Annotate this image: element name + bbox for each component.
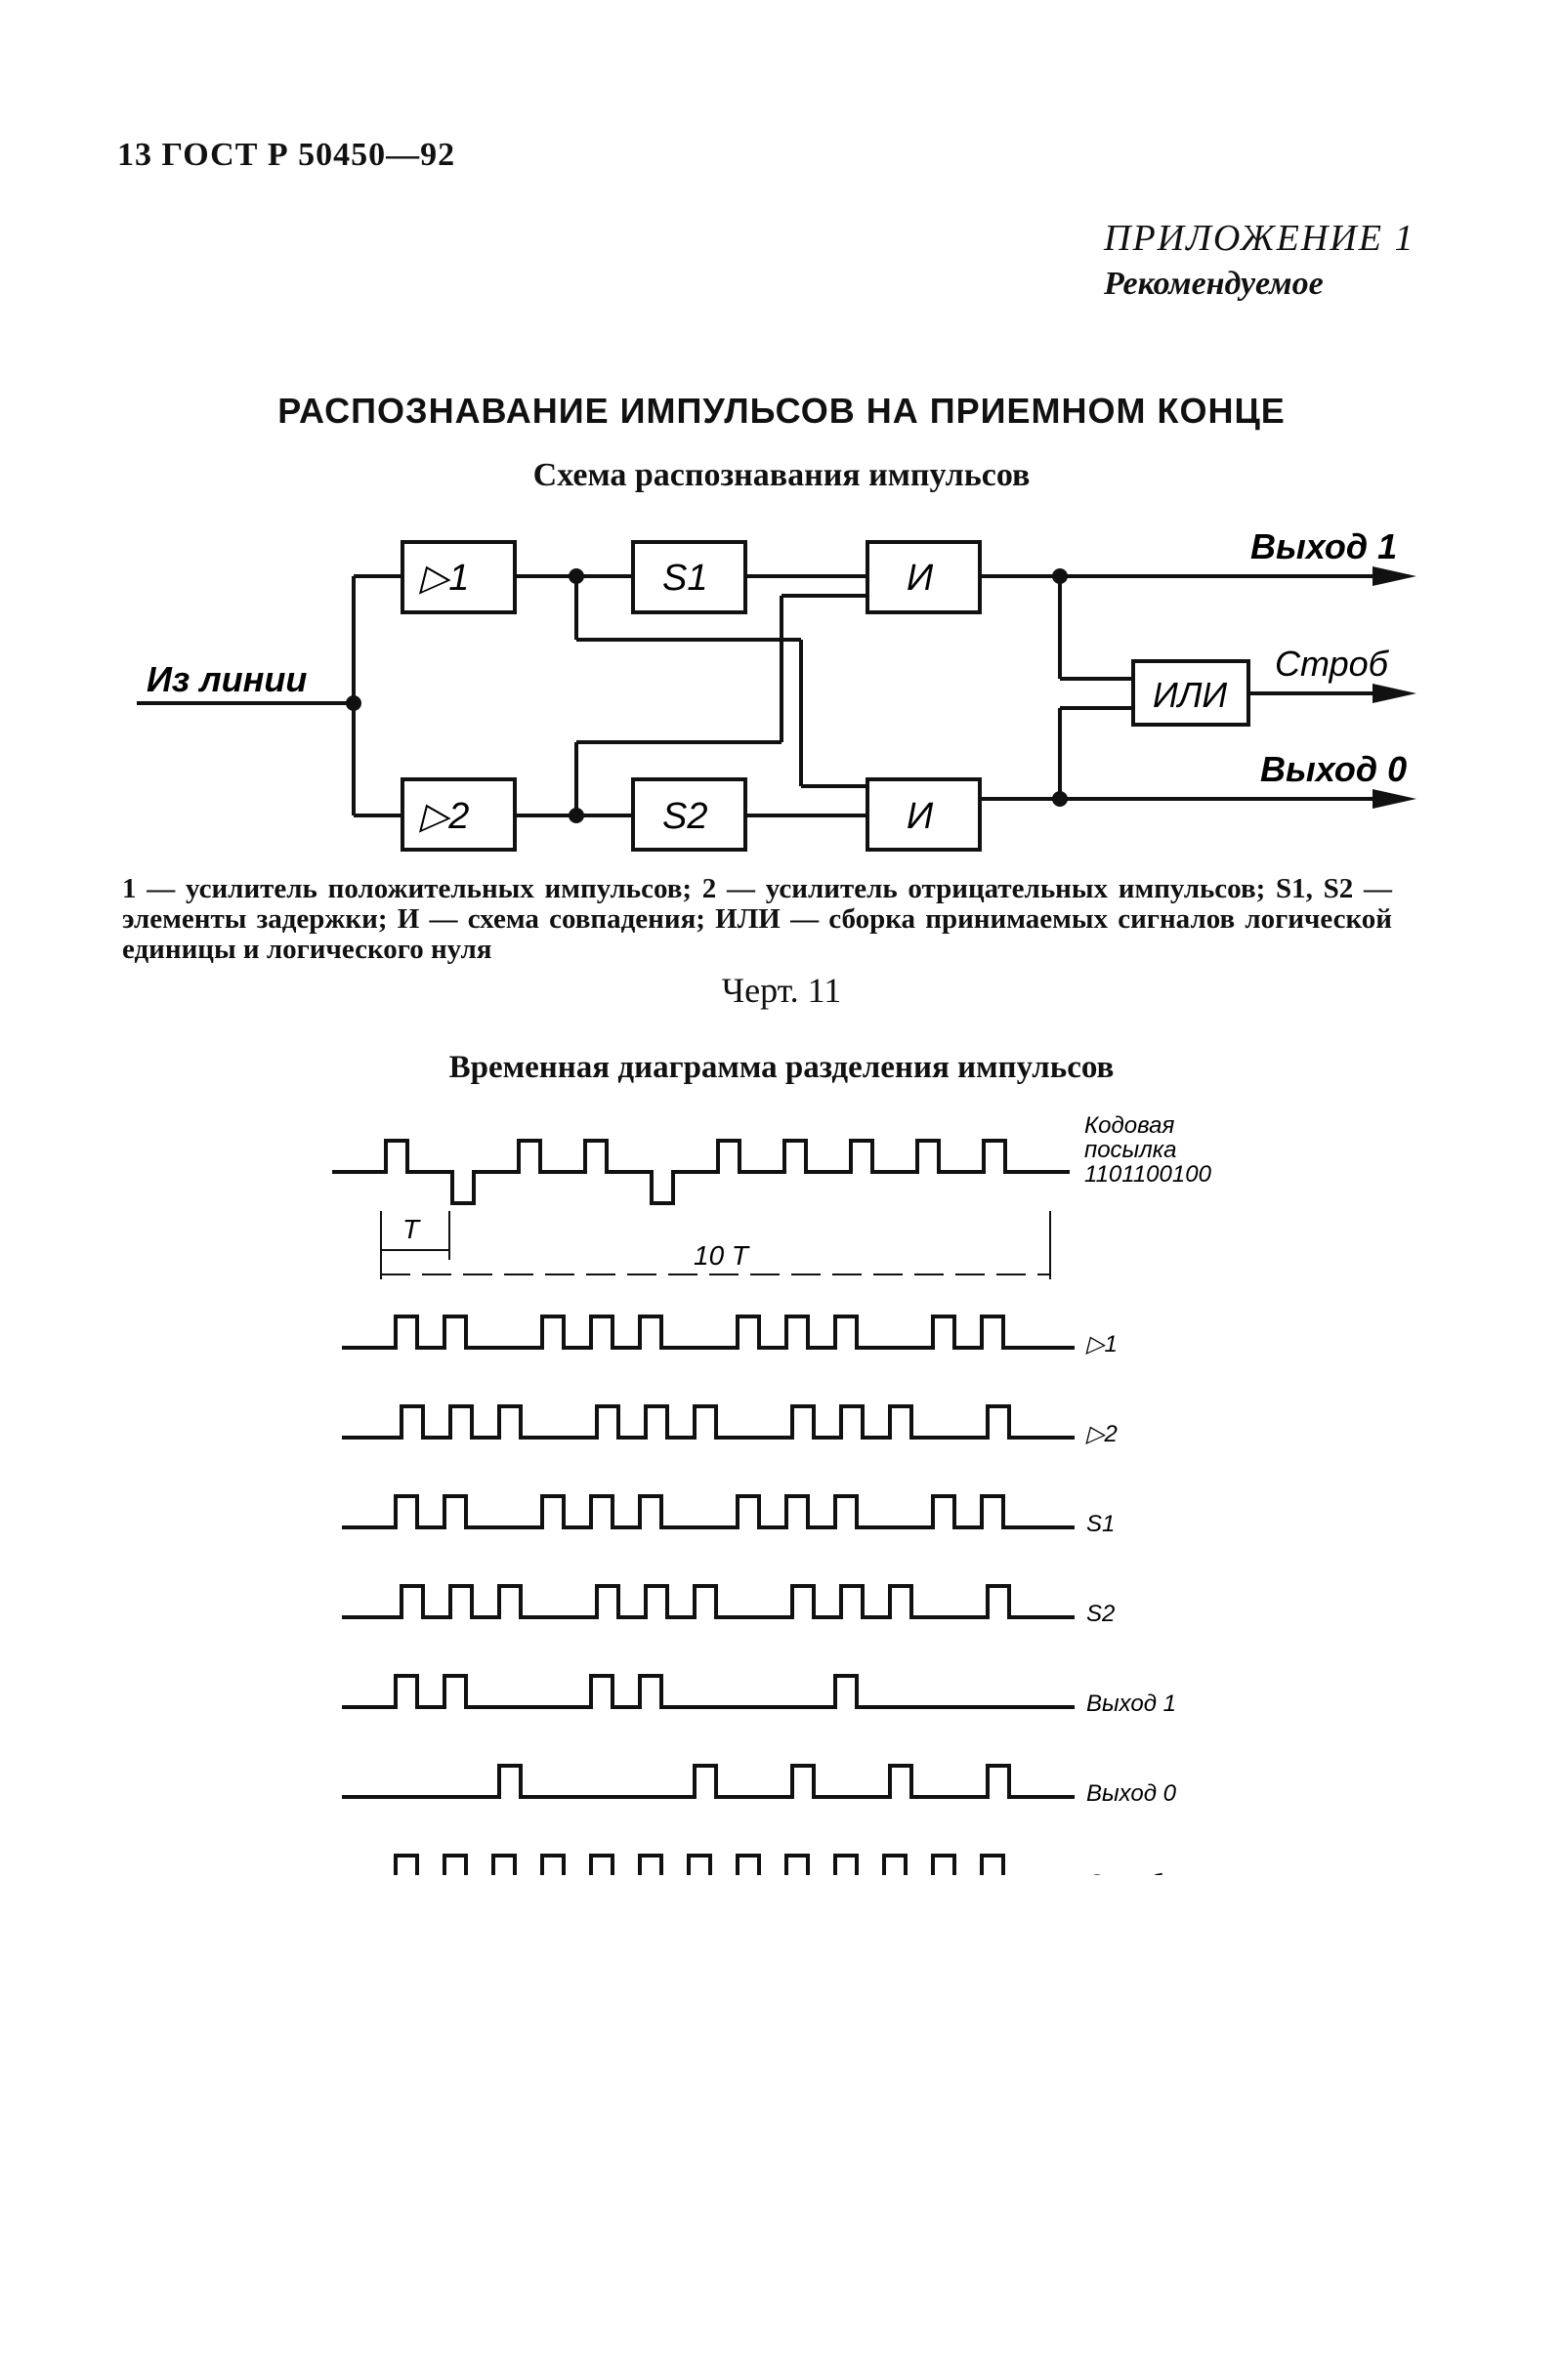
strobe-label: Строб: [1275, 644, 1390, 684]
timing-trace-label: Выход 1: [1086, 1691, 1176, 1717]
timing-trace: [342, 1315, 1075, 1350]
timing-trace: [394, 1854, 1005, 1875]
code-label-line-3: 1101100100: [1084, 1161, 1212, 1188]
code-label-line-2: посылка: [1084, 1137, 1176, 1163]
appendix-label: ПРИЛОЖЕНИЕ 1: [1104, 218, 1415, 259]
timing-trace: [342, 1584, 1075, 1619]
timing-diagram: T 10 T Кодовая посылка 1101100100 ▷1 ▷2S1…: [332, 1113, 1212, 1875]
timing-title: Временная диаграмма разделения импульсов: [448, 1050, 1115, 1085]
s1-label: S1: [662, 558, 707, 599]
appendix-status: Рекомендуемое: [1104, 266, 1324, 302]
block-diagram: Из линии ▷1 ▷2 S1 S2 И И ИЛИ Выход 1 Стр…: [137, 526, 1416, 852]
timing-trace-label: S1: [1086, 1511, 1115, 1537]
timing-trace-label: ▷2: [1085, 1421, 1118, 1447]
span-label: 10 T: [694, 1240, 750, 1271]
scheme-title: Схема распознавания импульсов: [532, 457, 1031, 493]
or-label: ИЛИ: [1153, 675, 1227, 715]
page-header: 13 ГОСТ Р 50450—92: [117, 137, 456, 173]
timing-trace-label: S2: [1086, 1601, 1115, 1627]
amp2-label: ▷2: [418, 796, 469, 837]
timing-trace: [342, 1764, 1075, 1799]
out0-label: Выход 0: [1260, 749, 1407, 789]
period-markers: [380, 1211, 1051, 1279]
timing-trace: [342, 1674, 1075, 1709]
and2-block: [866, 777, 982, 852]
input-label: Из линии: [147, 659, 307, 699]
timing-trace-label: ▷1: [1085, 1331, 1118, 1357]
and1-label: И: [907, 558, 934, 599]
code-label-line-1: Кодовая: [1084, 1113, 1174, 1139]
code-signal: [332, 1139, 1070, 1205]
section-title: РАСПОЗНАВАНИЕ ИМПУЛЬСОВ НА ПРИЕМНОМ КОНЦ…: [277, 391, 1286, 431]
period-label: T: [402, 1214, 421, 1244]
out1-label: Выход 1: [1250, 526, 1397, 566]
timing-trace: [342, 1404, 1075, 1440]
timing-trace-label: Выход 0: [1086, 1780, 1177, 1807]
s2-label: S2: [662, 796, 707, 837]
code-signal-wave: [332, 1139, 1070, 1205]
timing-trace: [342, 1494, 1075, 1529]
and2-label: И: [907, 796, 934, 837]
legend-text: 1 — усилитель положительных импульсов; 2…: [122, 873, 1392, 965]
timing-trace-label: Строб: [1086, 1870, 1163, 1875]
figure-caption: Черт. 11: [721, 971, 842, 1010]
amp1-label: ▷1: [418, 558, 469, 599]
